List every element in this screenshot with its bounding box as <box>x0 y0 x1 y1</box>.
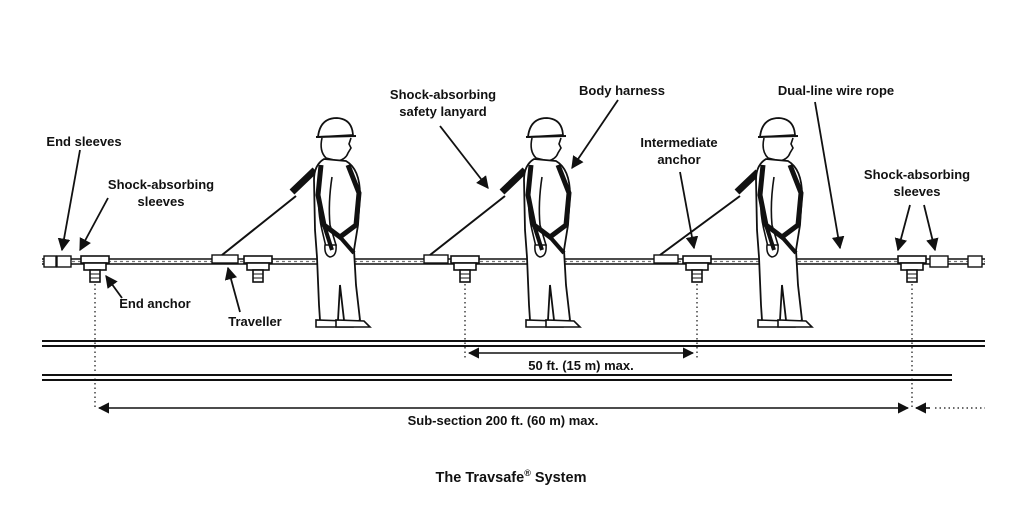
extension-lines <box>94 284 985 409</box>
shock-sleeve-right <box>929 255 949 268</box>
callout-arrows <box>57 99 939 313</box>
shock-sleeves-right-label-2: sleeves <box>894 184 941 199</box>
diagram-caption: The Travsafe® System <box>436 468 587 486</box>
structure-beam <box>42 340 985 381</box>
span-dimension-label: 50 ft. (15 m) max. <box>528 358 634 373</box>
lanyard-label-2: safety lanyard <box>399 104 486 119</box>
intermediate-anchor-label-2: anchor <box>657 152 700 167</box>
lanyard-label-1: Shock-absorbing <box>390 87 496 102</box>
intermediate-anchor <box>682 255 712 283</box>
traveller <box>211 254 679 264</box>
shock-sleeves-left-label-1: Shock-absorbing <box>108 177 214 192</box>
anchor-b <box>450 255 480 283</box>
wire-rope <box>42 255 985 268</box>
end-anchor-left <box>80 255 110 283</box>
end-anchor-label: End anchor <box>119 296 191 311</box>
worker-figure <box>756 118 812 327</box>
anchor-a <box>243 255 273 283</box>
caption-tail: System <box>531 470 587 486</box>
safety-lanyard <box>221 167 761 256</box>
worker-figure <box>524 118 580 327</box>
subsection-dimension-label: Sub-section 200 ft. (60 m) max. <box>408 413 599 428</box>
caption-registered-mark: ® <box>524 468 531 478</box>
caption-main: The Travsafe <box>436 470 525 486</box>
end-anchor-right <box>897 255 927 283</box>
shock-sleeves-left-label-2: sleeves <box>138 194 185 209</box>
body-harness-label: Body harness <box>579 83 665 98</box>
traveller-label: Traveller <box>228 314 282 329</box>
wire-rope-label: Dual-line wire rope <box>778 83 894 98</box>
end-sleeves-label: End sleeves <box>46 134 121 149</box>
intermediate-anchor-label-1: Intermediate <box>640 135 717 150</box>
shock-sleeves-right-label-1: Shock-absorbing <box>864 167 970 182</box>
end-sleeve <box>56 255 72 268</box>
worker-figure <box>314 118 370 327</box>
